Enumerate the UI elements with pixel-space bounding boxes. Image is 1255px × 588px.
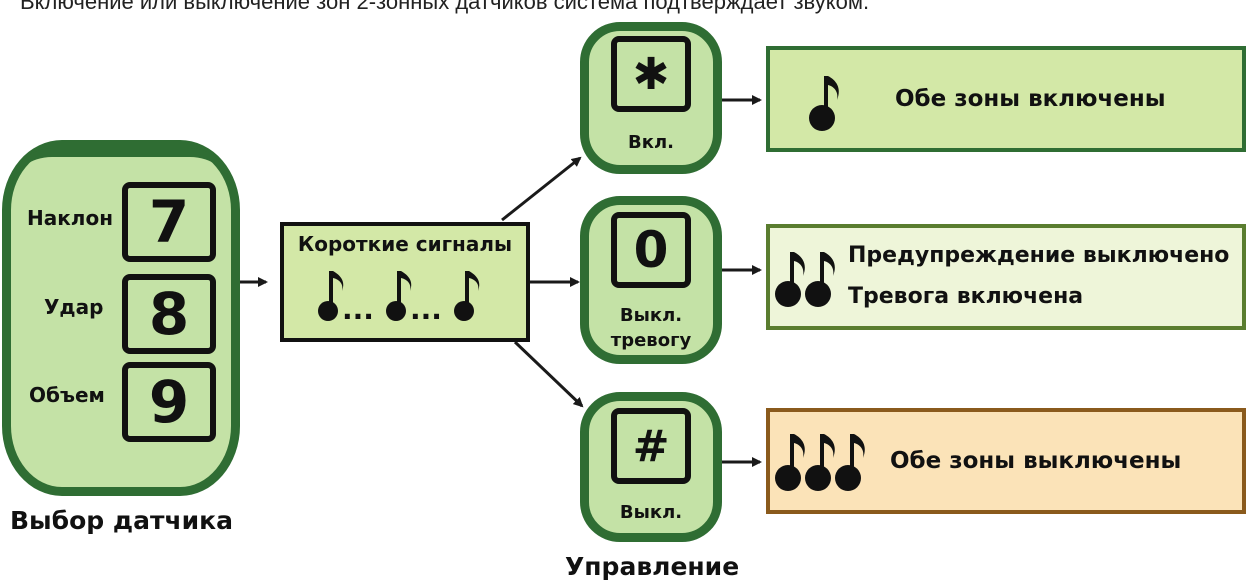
note-icon bbox=[386, 271, 412, 321]
control-off-label: Выкл. bbox=[619, 502, 683, 523]
control-alarm-off-label-2: тревогу bbox=[610, 330, 692, 351]
result-warning-off-text-2: Тревога включена bbox=[848, 284, 1084, 309]
arrow-signal-to-off bbox=[513, 340, 584, 408]
key-7[interactable]: 7 bbox=[122, 182, 216, 262]
sensor-panel-title: Выбор датчика bbox=[10, 506, 233, 535]
control-alarm-off-label-1: Выкл. bbox=[619, 305, 683, 326]
sensor-panel-cap bbox=[12, 148, 230, 188]
short-signals-notes: ... ... bbox=[318, 271, 480, 326]
triple-note-icon bbox=[775, 434, 865, 491]
note-icon bbox=[454, 271, 480, 321]
double-note-icon bbox=[775, 252, 835, 307]
short-signals-box: Короткие сигналы bbox=[280, 222, 530, 342]
result-both-on-text: Обе зоны включены bbox=[895, 86, 1166, 112]
key-0[interactable]: 0 bbox=[611, 212, 691, 288]
key-star[interactable]: ✱ bbox=[611, 36, 691, 112]
key-8[interactable]: 8 bbox=[122, 274, 216, 354]
svg-text:...: ... bbox=[342, 293, 374, 326]
result-warning-off bbox=[766, 224, 1246, 330]
sensor-label-tilt: Наклон bbox=[27, 206, 114, 230]
header-text: Включение или выключение зон 2-зонных да… bbox=[20, 0, 870, 14]
short-signals-title: Короткие сигналы bbox=[297, 232, 513, 256]
control-on-label: Вкл. bbox=[628, 132, 674, 153]
svg-text:...: ... bbox=[410, 293, 442, 326]
controls-title: Управление bbox=[565, 552, 740, 581]
sensor-label-volume: Объем bbox=[29, 383, 105, 407]
result-both-off-text: Обе зоны выключены bbox=[890, 448, 1182, 474]
key-hash[interactable]: # bbox=[611, 408, 691, 484]
arrow-signal-to-on bbox=[501, 156, 582, 222]
note-icon bbox=[318, 271, 344, 321]
result-warning-off-text-1: Предупреждение выключено bbox=[848, 243, 1230, 268]
result-both-off bbox=[766, 408, 1246, 514]
key-9[interactable]: 9 bbox=[122, 362, 216, 442]
result-both-on bbox=[766, 46, 1246, 152]
sensor-label-shock: Удар bbox=[44, 295, 104, 319]
note-icon bbox=[809, 76, 839, 131]
